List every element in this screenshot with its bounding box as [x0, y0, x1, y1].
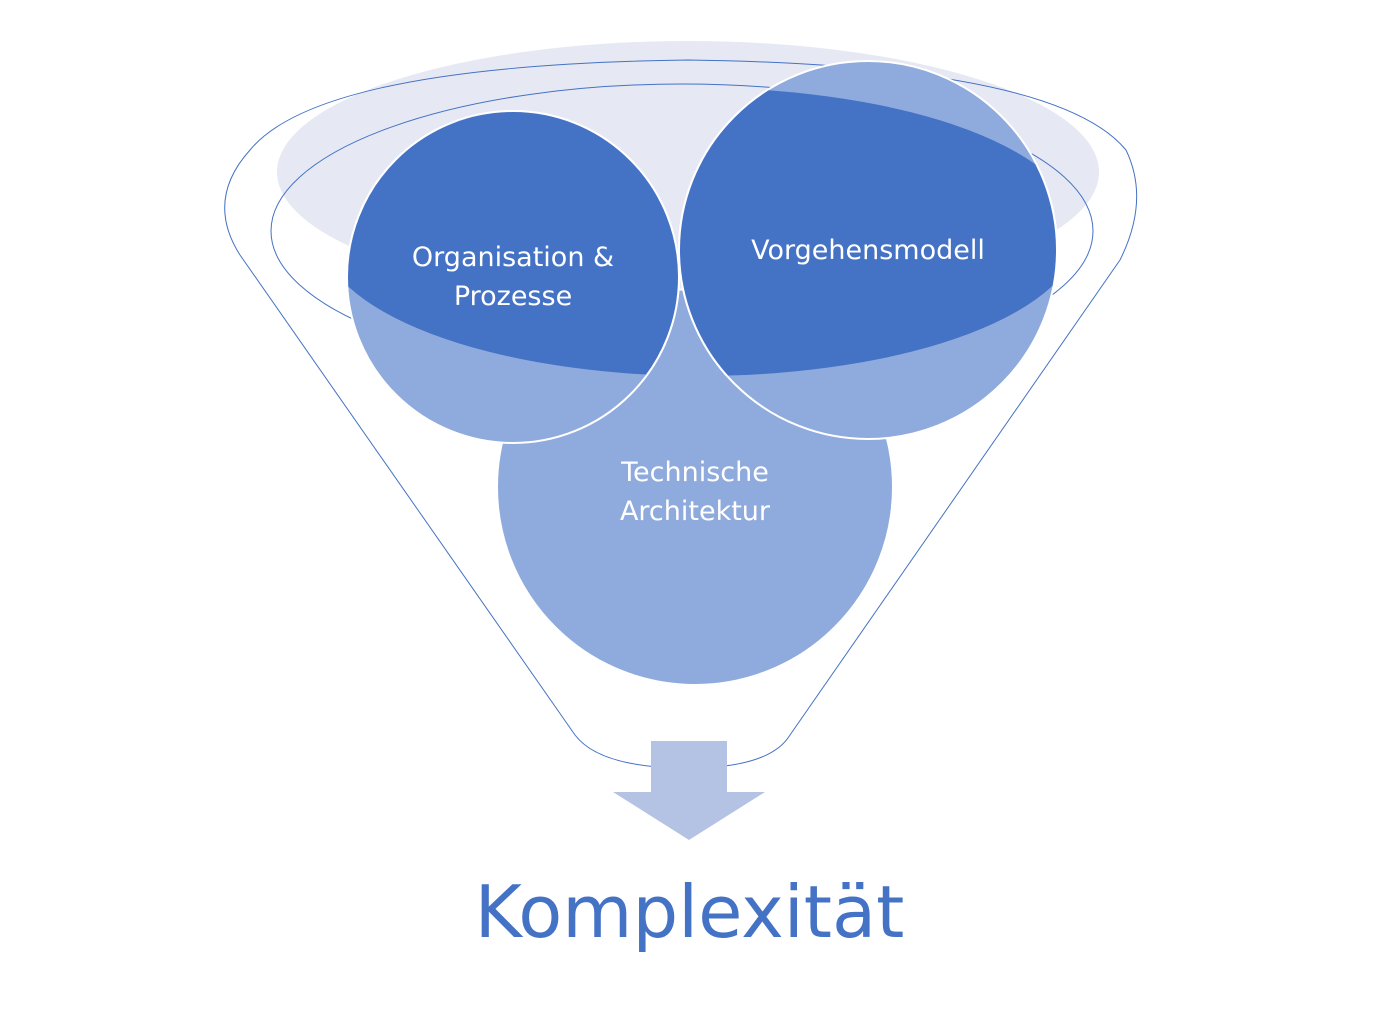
label-technik-line2: Architektur [620, 496, 771, 527]
label-technik-line1: Technische [620, 457, 769, 488]
label-organisation-line2: Prozesse [454, 281, 572, 312]
label-organisation-line1: Organisation & [412, 242, 614, 273]
down-arrow-icon [613, 741, 765, 840]
label-vorgehensmodell: Vorgehensmodell [751, 235, 985, 266]
result-label: Komplexität [474, 870, 905, 954]
